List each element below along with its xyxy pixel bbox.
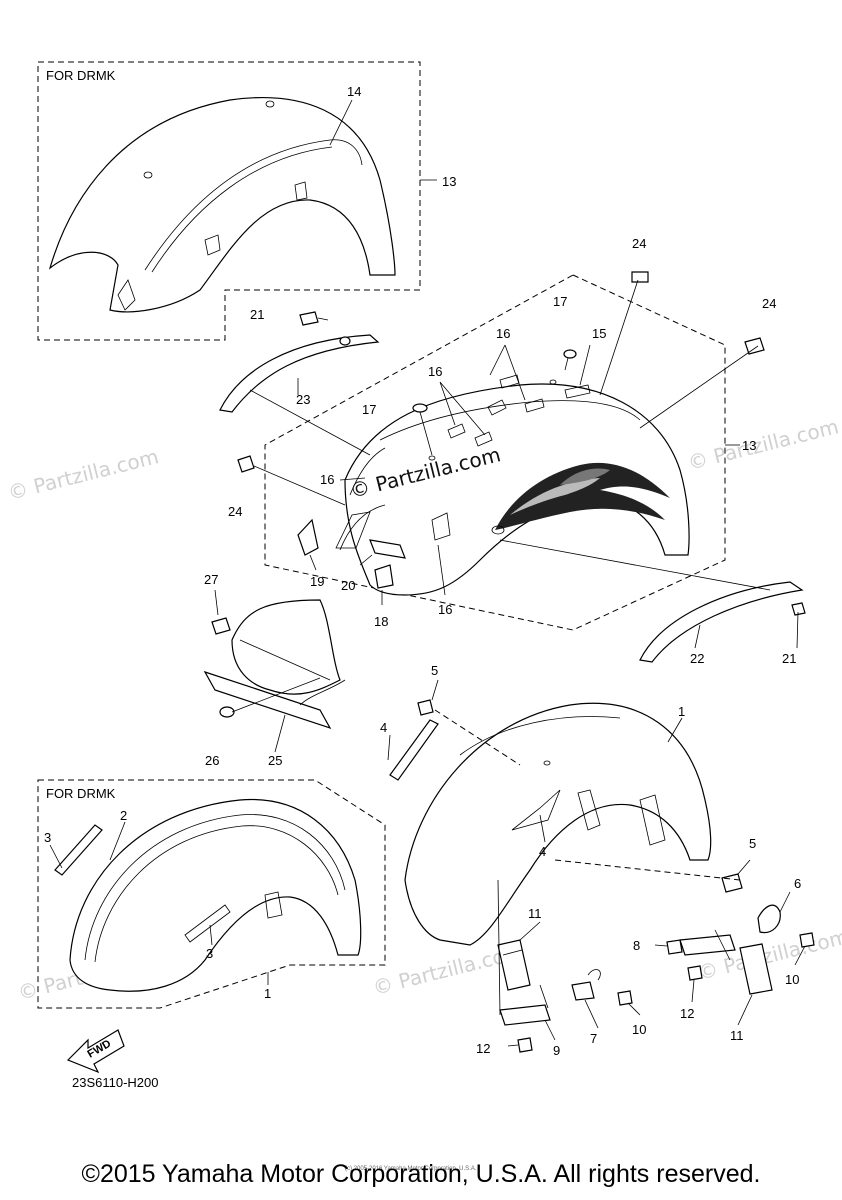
callout-5-bottom: 5 xyxy=(749,836,756,851)
callout-22: 22 xyxy=(690,651,704,666)
drmk-fender-box-top: FOR DRMK xyxy=(37,61,421,341)
callout-10-left: 10 xyxy=(632,1022,646,1037)
copyright-notice: ©2015 Yamaha Motor Corporation, U.S.A. A… xyxy=(81,1160,761,1188)
bolt-5-bottom[interactable] xyxy=(721,873,743,893)
main-rear-fender-assembly xyxy=(264,274,726,631)
bolt-5-top[interactable] xyxy=(417,699,434,716)
wire-harness-6[interactable] xyxy=(757,904,781,934)
callout-15: 15 xyxy=(592,326,606,341)
bolt-21-top[interactable] xyxy=(299,311,319,326)
washer-17b[interactable] xyxy=(563,349,577,359)
callout-21-top: 21 xyxy=(250,307,264,322)
callout-16-left: 16 xyxy=(320,472,334,487)
callout-24-left: 24 xyxy=(228,504,242,519)
grommet-24-left[interactable] xyxy=(237,455,255,473)
callout-4-left: 4 xyxy=(380,720,387,735)
callout-10-right: 10 xyxy=(785,972,799,987)
grommet-24-top[interactable] xyxy=(631,271,649,283)
front-fender[interactable] xyxy=(404,702,712,946)
drmk-fender-box-bottom: FOR DRMK xyxy=(37,779,386,1009)
callout-16-mid: 16 xyxy=(428,364,442,379)
callout-24-top: 24 xyxy=(632,236,646,251)
callout-1-drmk: 1 xyxy=(264,986,271,1001)
callout-18: 18 xyxy=(374,614,388,629)
rear-fender-drmk[interactable] xyxy=(48,97,396,313)
front-fender-drmk[interactable] xyxy=(69,798,362,992)
watermark-left: © Partzilla.com xyxy=(5,444,161,505)
nut-12-right[interactable] xyxy=(687,965,703,981)
callout-16-top: 16 xyxy=(496,326,510,341)
callout-23: 23 xyxy=(296,392,310,407)
diagram-code: 23S6110-H200 xyxy=(72,1075,159,1090)
callout-4-right: 4 xyxy=(539,844,546,859)
label-18[interactable] xyxy=(374,564,394,589)
callout-14: 14 xyxy=(347,84,361,99)
rail-stud-23 xyxy=(339,336,351,346)
nut-10-left[interactable] xyxy=(617,990,633,1006)
callout-13-top: 13 xyxy=(442,174,456,189)
callout-7: 7 xyxy=(590,1031,597,1046)
screw-26[interactable] xyxy=(219,706,235,718)
callout-3-left: 3 xyxy=(44,830,51,845)
side-rail-22[interactable] xyxy=(639,581,804,663)
callout-2: 2 xyxy=(120,808,127,823)
bolt-8[interactable] xyxy=(666,939,683,955)
side-rail-23[interactable] xyxy=(219,334,380,413)
clamp-7[interactable] xyxy=(571,981,595,1001)
clip-27[interactable] xyxy=(211,617,231,635)
grommet-24-right[interactable] xyxy=(744,337,765,355)
callout-12-left: 12 xyxy=(476,1041,490,1056)
callout-9: 9 xyxy=(553,1043,560,1058)
drmk-label-bottom: FOR DRMK xyxy=(46,786,116,801)
callout-11-left: 11 xyxy=(528,906,542,921)
callout-19: 19 xyxy=(310,574,324,589)
callout-11-right: 11 xyxy=(730,1028,744,1043)
decal-3-left[interactable] xyxy=(54,824,103,876)
small-copyright: (c) 2005-2016 Yamaha Motor Corporation, … xyxy=(345,1166,477,1172)
callout-16-bottom: 16 xyxy=(438,602,452,617)
callout-21-right: 21 xyxy=(782,651,796,666)
nut-12-left[interactable] xyxy=(517,1037,533,1053)
callout-3-right: 3 xyxy=(206,946,213,961)
emblem-20[interactable] xyxy=(369,539,406,559)
decal-4-left[interactable] xyxy=(389,719,439,781)
callout-17-left: 17 xyxy=(362,402,376,417)
watermark-right: © Partzilla.com xyxy=(685,414,841,475)
reflector-bracket-left[interactable] xyxy=(497,939,551,1026)
bolt-21-right[interactable] xyxy=(791,602,806,616)
forward-arrow-icon: FWD xyxy=(66,1029,125,1074)
callout-1-main: 1 xyxy=(678,704,685,719)
nut-10-right[interactable] xyxy=(799,932,815,948)
callout-12-right: 12 xyxy=(680,1006,694,1021)
reflector-bracket-right[interactable] xyxy=(679,929,773,995)
callout-26: 26 xyxy=(205,753,219,768)
washer-17[interactable] xyxy=(412,403,428,413)
callout-24-right: 24 xyxy=(762,296,776,311)
callout-20: 20 xyxy=(341,578,355,593)
callout-25: 25 xyxy=(268,753,282,768)
callout-13-right: 13 xyxy=(742,438,756,453)
callout-17-top: 17 xyxy=(553,294,567,309)
callout-6: 6 xyxy=(794,876,801,891)
callout-27: 27 xyxy=(204,572,218,587)
flame-graphic xyxy=(495,462,670,530)
callout-5-top: 5 xyxy=(431,663,438,678)
emblem-19[interactable] xyxy=(297,518,319,556)
inner-fender-25[interactable] xyxy=(203,599,346,730)
callout-8: 8 xyxy=(633,938,640,953)
drmk-label-top: FOR DRMK xyxy=(46,68,116,83)
